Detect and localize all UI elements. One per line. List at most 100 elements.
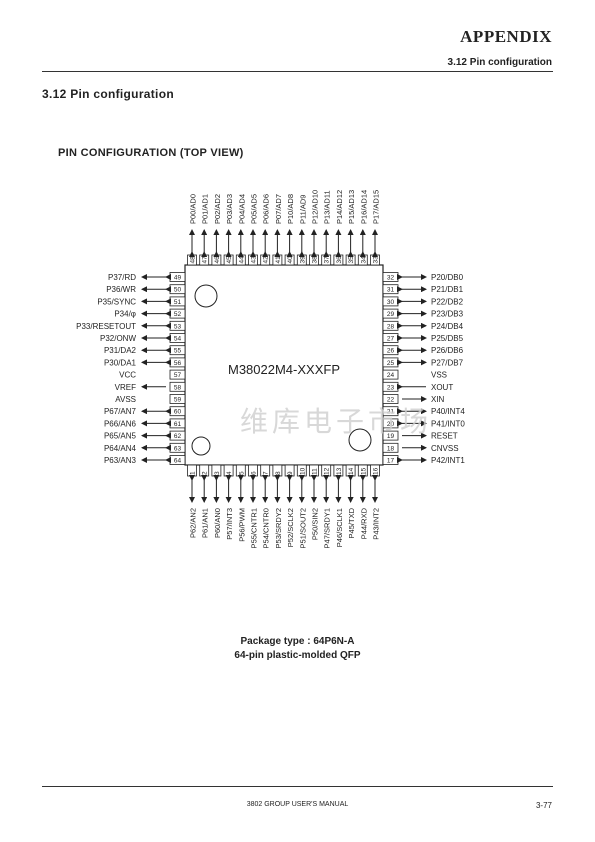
pin-label: VCC [119, 371, 136, 380]
footer-rule [42, 786, 553, 787]
pin-label: XOUT [431, 383, 453, 392]
pin-number: 1 [190, 471, 197, 475]
pin-number: 58 [174, 384, 182, 391]
pin-number: 63 [174, 445, 182, 452]
pin-number: 4 [226, 471, 233, 475]
pin-number: 40 [287, 256, 294, 264]
pin-label: P57/INT3 [225, 508, 234, 540]
pin-number: 7 [263, 471, 270, 475]
pin-label: P52/SCLK2 [286, 508, 295, 547]
pin-label: P03/AD3 [225, 194, 234, 224]
pin-number: 57 [174, 372, 182, 379]
pin-label: P11/AD9 [298, 195, 307, 224]
figure-title: PIN CONFIGURATION (TOP VIEW) [58, 147, 244, 159]
running-header: 3.12 Pin configuration [447, 57, 552, 68]
pin-number: 6 [251, 471, 258, 475]
pin-label: P65/AN5 [104, 432, 137, 441]
pin-label: P66/AN6 [104, 419, 137, 428]
pin-number: 3 [214, 471, 221, 475]
header-rule [42, 71, 553, 72]
pin-label: P16/AD14 [359, 190, 368, 224]
pin-label: P61/AN1 [201, 508, 210, 538]
pin-label: P14/AD12 [335, 190, 344, 224]
pin-label: P01/AD1 [201, 194, 210, 224]
pin-number: 21 [387, 409, 395, 416]
pin-label: P21/DB1 [431, 285, 464, 294]
pin-label: VSS [431, 371, 447, 380]
pin-number: 48 [190, 256, 197, 264]
pin-label: P23/DB3 [431, 310, 464, 319]
pin-number: 20 [387, 421, 395, 428]
pin-number: 59 [174, 397, 182, 404]
pin-label: P10/AD8 [286, 194, 295, 224]
part-number-label: M38022M4-XXXFP [228, 362, 340, 377]
pin-box [169, 381, 186, 392]
pin-label: P33/RESETOUT [76, 322, 136, 331]
pin-number: 24 [387, 372, 395, 379]
pin-number: 19 [387, 433, 395, 440]
pin-number: 5 [238, 471, 245, 475]
pin-label: P02/AD2 [213, 194, 222, 224]
footer-manual: 3802 GROUP USER'S MANUAL [246, 801, 349, 808]
pin-label: P27/DB7 [431, 358, 464, 367]
pin-number: 61 [174, 421, 182, 428]
pin-box [382, 430, 399, 441]
pin-label: P43/INT2 [372, 508, 381, 540]
pin-label: P41/INT0 [431, 419, 465, 428]
pin-number: 62 [174, 433, 182, 440]
pin-number: 28 [387, 323, 395, 330]
pin-label: P26/DB6 [431, 346, 464, 355]
pin-label: P24/DB4 [431, 322, 464, 331]
pin-label: P50/SIN2 [311, 508, 320, 540]
pin-number: 55 [174, 348, 182, 355]
watermark: 维库电子市场 [240, 405, 433, 438]
pin-label: P34/φ [114, 310, 136, 319]
package-description: 64-pin plastic-molded QFP [234, 650, 361, 661]
pin-label: P06/AD6 [262, 194, 271, 224]
pin-label: P53/SRDY2 [274, 508, 283, 548]
pin-number: 14 [348, 467, 355, 475]
pin-box [382, 394, 399, 404]
pin-label: P60/AN0 [213, 508, 222, 538]
pin-number: 38 [312, 256, 319, 264]
pin-label: P32/ONW [100, 334, 136, 343]
pin-label: P55/CNTR1 [250, 508, 259, 548]
chip-body [184, 264, 384, 466]
pin-label: P67/AN7 [104, 407, 137, 416]
pin-number: 10 [299, 467, 306, 475]
pin-box [169, 394, 186, 404]
pin-label: P44/RXD [359, 507, 368, 539]
pin-label: CNVSS [431, 444, 459, 453]
pin-label: P30/DA1 [104, 358, 137, 367]
pin-label: P54/CNTR0 [262, 508, 271, 548]
pin-box [169, 369, 186, 380]
index-circle-right [348, 428, 372, 452]
pin-box [382, 442, 399, 453]
pin-label: P07/AD7 [274, 194, 283, 224]
pin-label: P15/AD13 [347, 190, 356, 224]
pin-number: 9 [287, 471, 294, 475]
pin-label: P35/SYNC [97, 297, 136, 306]
pin-number: 51 [174, 299, 182, 306]
pin-number: 26 [387, 348, 395, 355]
pin-number: 29 [387, 311, 395, 318]
pin-number: 8 [275, 471, 282, 475]
pin-label: P47/SRDY1 [323, 508, 332, 548]
pin-label: P12/AD10 [311, 190, 320, 224]
pin-number: 60 [174, 409, 182, 416]
pin-number: 53 [174, 323, 182, 330]
pin-number: 64 [174, 458, 182, 465]
pin-label: P42/INT1 [431, 456, 465, 465]
pin-number: 54 [174, 336, 182, 343]
pin-label: P40/INT4 [431, 407, 465, 416]
pin-number: 11 [312, 468, 319, 475]
pin-label: P64/AN4 [104, 444, 137, 453]
pin-number: 12 [324, 467, 331, 475]
pin-label: XIN [431, 395, 445, 404]
pin-number: 22 [387, 397, 395, 404]
pin-label: P56/PWM [237, 508, 246, 542]
pin-number: 46 [214, 256, 221, 264]
pin-label: P22/DB2 [431, 297, 464, 306]
page-number: 3-77 [535, 801, 552, 810]
